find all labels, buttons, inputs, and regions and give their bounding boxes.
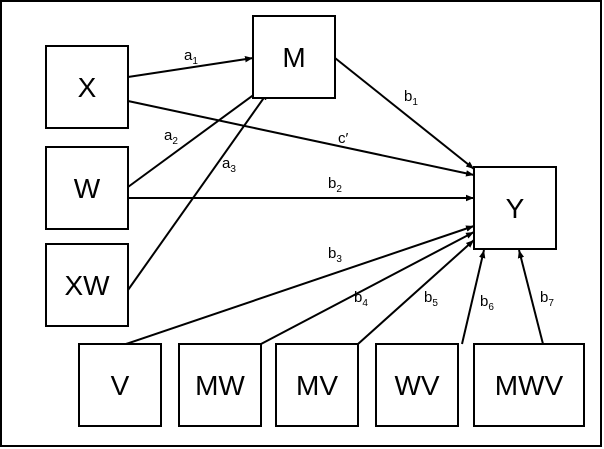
node-label: XW [64,270,110,301]
node-box [45,243,129,327]
node-mw: MW [178,343,262,427]
node-mv: MV [275,343,359,427]
arrow-x-to-y [127,100,475,177]
node-y: Y [473,166,557,250]
path-label-xw-m: a3 [222,155,236,175]
node-box [275,343,359,427]
path-label-subscript: 5 [432,298,438,309]
path-label-letter: a [164,127,173,144]
edges-layer [125,56,544,345]
node-m: M [252,15,336,99]
path-label-letter: b [424,289,432,306]
path-label-w-m: a2 [164,127,178,147]
node-box [252,15,336,99]
path-label-letter: c′ [338,130,349,147]
node-box [45,146,129,230]
path-label-subscript: 1 [412,97,418,108]
node-label: X [78,72,97,103]
node-label: WV [394,370,439,401]
arrow-v-to-y [125,225,475,345]
path-label-letter: b [404,88,412,105]
arrow-mwv-to-y [517,249,544,345]
arrow-w-to-m [127,87,264,188]
arrow-mv-to-y [357,239,475,345]
node-w: W [45,146,129,230]
path-label-subscript: 7 [548,298,554,309]
path-label-letter: a [222,155,231,172]
node-mwv: MWV [473,343,585,427]
path-label-x-y: c′ [338,130,349,147]
arrow-wv-to-y [461,249,486,345]
path-label-mwv-y: b7 [540,289,554,309]
node-label: W [74,173,101,204]
path-label-subscript: 3 [230,164,236,175]
node-box [473,343,585,427]
node-box [473,166,557,250]
path-label-mv-y: b5 [424,289,438,309]
node-box [45,45,129,129]
node-label: Y [506,193,525,224]
path-label-wv-y: b6 [480,293,494,313]
node-label: MW [195,370,245,401]
path-label-letter: b [540,289,548,306]
path-label-mw-y: b4 [354,289,368,309]
path-label-w-y: b2 [328,175,342,195]
arrow-x-to-m [127,56,254,78]
path-label-subscript: 4 [362,298,368,309]
node-xw: XW [45,243,129,327]
path-label-letter: b [354,289,362,306]
path-label-letter: b [328,175,336,192]
node-box [78,343,162,427]
arrow-mw-to-y [260,231,475,345]
path-label-letter: b [480,293,488,310]
node-label: M [282,42,305,73]
path-label-subscript: 2 [336,184,342,195]
path-label-m-y: b1 [404,88,418,108]
arrow-xw-to-m [127,91,269,291]
path-label-subscript: 2 [172,136,178,147]
node-label: MV [296,370,338,401]
path-label-v-y: b3 [328,245,342,265]
node-x: X [45,45,129,129]
node-wv: WV [375,343,459,427]
node-box [178,343,262,427]
path-label-subscript: 6 [488,302,494,313]
path-label-x-m: a1 [184,47,198,67]
node-label: V [111,370,130,401]
path-label-letter: a [184,47,193,64]
path-label-letter: b [328,245,336,262]
node-box [375,343,459,427]
path-label-subscript: 3 [336,254,342,265]
node-label: MWV [495,370,564,401]
path-label-subscript: 1 [192,56,198,67]
node-v: V [78,343,162,427]
arrow-m-to-y [334,57,475,170]
